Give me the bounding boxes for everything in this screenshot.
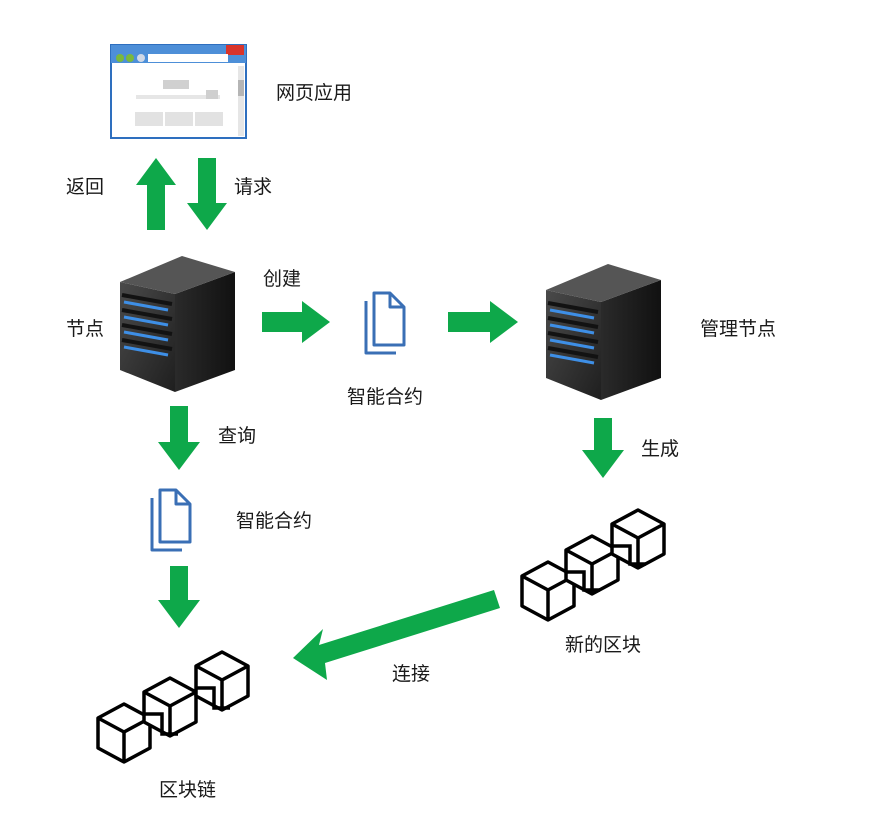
browser-window-icon [110, 44, 247, 139]
document-stack-icon-left [150, 488, 192, 552]
request-label: 请求 [234, 176, 273, 198]
return-label: 返回 [66, 176, 105, 198]
create-arrow [262, 301, 330, 343]
smart-contract-top-label: 智能合约 [347, 386, 424, 408]
to-blockchain-arrow [158, 566, 200, 628]
management-server-icon [544, 262, 663, 402]
connect-arrow [293, 590, 500, 680]
document-stack-icon-top [364, 291, 406, 355]
blockchain-chained-blocks-icon [96, 650, 250, 764]
node-label: 节点 [66, 318, 105, 340]
new-block-chained-blocks-icon [520, 508, 666, 622]
generate-label: 生成 [641, 438, 680, 460]
new-block-label: 新的区块 [565, 634, 642, 656]
return-arrow [136, 158, 176, 230]
smart-contract-left-label: 智能合约 [236, 510, 313, 532]
connect-label: 连接 [392, 663, 431, 685]
query-label: 查询 [218, 425, 257, 447]
node-server-icon [118, 254, 237, 394]
management-node-label: 管理节点 [700, 318, 777, 340]
blockchain-label: 区块链 [159, 779, 217, 801]
create-label: 创建 [263, 268, 302, 290]
web-app-label: 网页应用 [276, 82, 353, 104]
request-arrow [187, 158, 227, 230]
query-arrow [158, 406, 200, 470]
generate-arrow [582, 418, 624, 478]
to-management-arrow [448, 301, 518, 343]
